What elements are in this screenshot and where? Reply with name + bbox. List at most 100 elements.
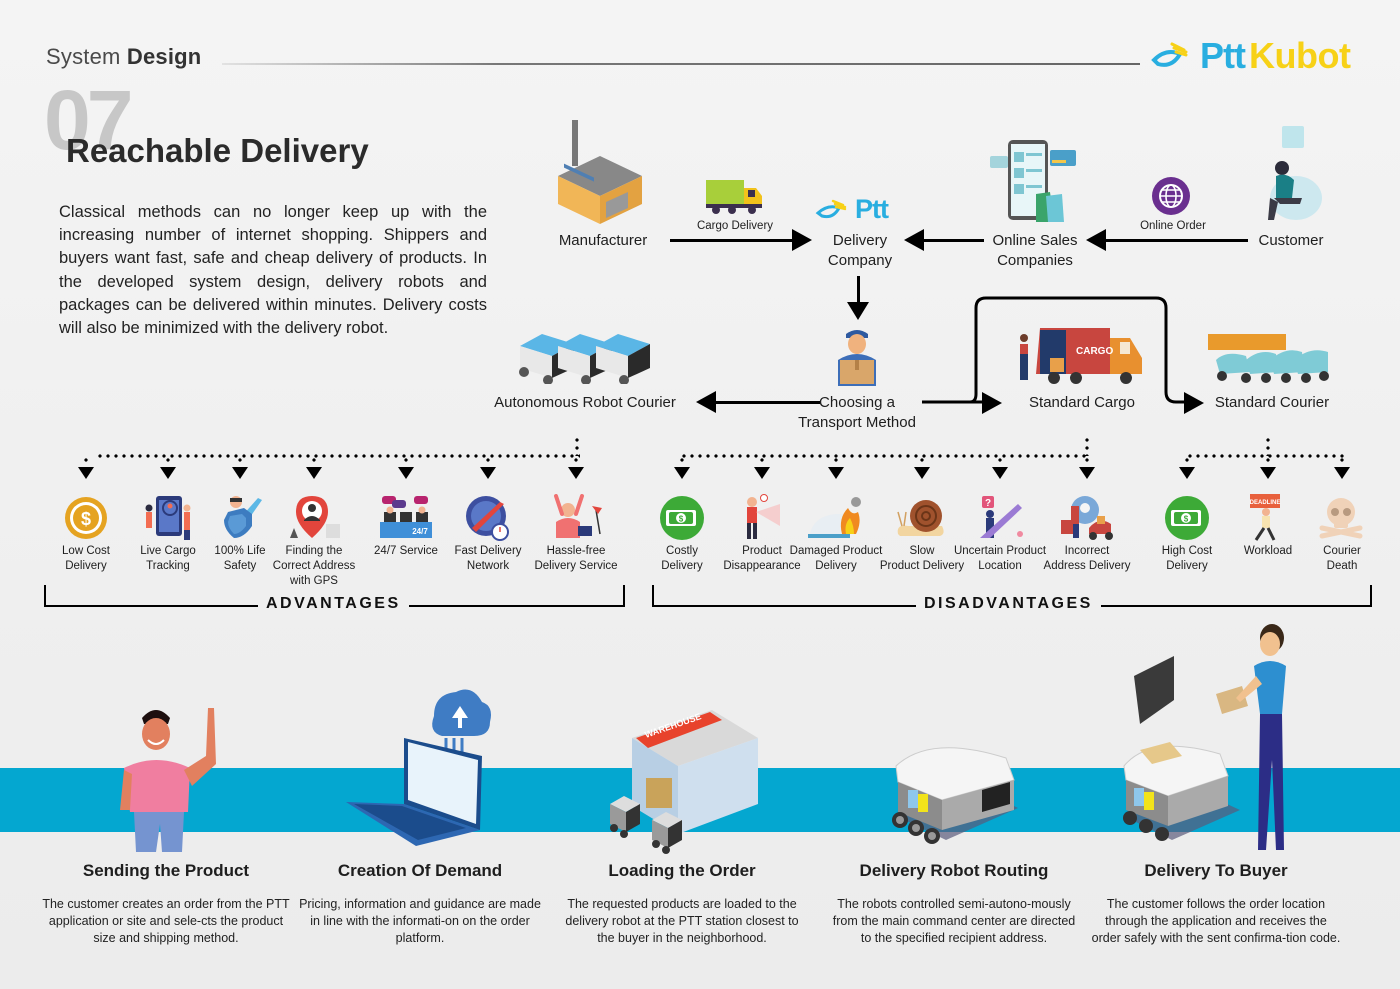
delivery-company-label: Delivery Company [827, 232, 893, 269]
arrow-head-right [1184, 392, 1204, 414]
step-title: Delivery To Buyer [1144, 861, 1288, 880]
ptt-logo: Ptt [815, 194, 889, 225]
step-description: The robots controlled semi-autono-mously… [832, 897, 1076, 945]
stopwatch-icon [466, 496, 509, 541]
arrow-head-left [696, 391, 716, 413]
dotted-drop [680, 456, 684, 466]
factory-icon [558, 120, 642, 224]
autonomous-robot-label: Autonomous Robot Courier [494, 394, 676, 411]
arrow-head-down [398, 467, 414, 479]
arrow-head-down [992, 467, 1008, 479]
online-order-label: Online Order [1140, 220, 1206, 232]
choosing-transport-label: Choosing a Transport Method [798, 394, 916, 431]
search-person-icon [747, 494, 780, 539]
cargo-truck-large-icon: CARGO [1020, 328, 1142, 384]
arrow-head-down [754, 467, 770, 479]
delivery-robot-icon [892, 747, 1018, 844]
dotted-drop [486, 456, 490, 466]
step-description: The customer creates an order from the P… [42, 897, 290, 945]
courier-dotted-stem [1266, 436, 1270, 456]
manufacturer-to-company-arrow [670, 239, 794, 242]
standard-courier-label: Standard Courier [1214, 394, 1330, 411]
header-divider [222, 63, 1140, 65]
dotted-drop [238, 456, 242, 466]
step-title: Creation Of Demand [337, 861, 503, 880]
step-description: The customer follows the order location … [1091, 897, 1341, 945]
arrow-head-down [78, 467, 94, 479]
dotted-drop [834, 456, 838, 466]
arrow-head-left [904, 229, 924, 251]
svg-text:$: $ [1184, 515, 1189, 524]
robot-buyer-icon [1123, 624, 1286, 850]
courier-disadvantage-item: DEADLINE Workload [1213, 490, 1323, 559]
dotted-drop [920, 456, 924, 466]
svg-text:$: $ [679, 515, 684, 524]
cargo-delivery-label: Cargo Delivery [696, 220, 774, 232]
deadline-person-icon: DEADLINE [1250, 494, 1280, 541]
warehouse-icon: WAREHOUSE [610, 710, 758, 854]
arrow-head-down [828, 467, 844, 479]
standard-cargo-label: Standard Cargo [1029, 394, 1135, 411]
dotted-drop [1085, 456, 1089, 466]
cargo-dotted-bus [680, 454, 1088, 458]
arrow-head-down [674, 467, 690, 479]
manufacturer-label: Manufacturer [558, 232, 648, 249]
online-shop-phone-icon [990, 140, 1076, 222]
arrow-head-right [792, 229, 812, 251]
money-icon: $ [660, 496, 704, 540]
advantages-title: ADVANTAGES [258, 595, 409, 613]
logo-kubot-text: Kubot [1249, 35, 1351, 76]
arrow-head-down [160, 467, 176, 479]
svg-text:?: ? [985, 498, 991, 509]
section-number: 07 [44, 73, 133, 167]
step-title: Delivery Robot Routing [859, 861, 1049, 880]
courier-disadvantage-item-label: Workload [1243, 545, 1293, 557]
arrow-head-down [1260, 467, 1276, 479]
ptt-bird-icon [1151, 42, 1188, 67]
arrow-head-down [568, 467, 584, 479]
snail-icon [897, 500, 944, 536]
customer-person-icon [1268, 126, 1322, 220]
step-description: The requested products are loaded to the… [565, 897, 799, 945]
dotted-drop [312, 456, 316, 466]
dotted-drop [1185, 456, 1189, 466]
question-person-icon: ? [980, 496, 1023, 538]
choose-to-standard-connectors [922, 296, 1184, 404]
ptt-bird-icon [815, 199, 847, 218]
disadvantages-title: DISADVANTAGES [916, 595, 1101, 613]
arrow-head-down [914, 467, 930, 479]
customer-label: Customer [1258, 232, 1324, 249]
arrow-head-down [480, 467, 496, 479]
globe-icon [1152, 177, 1190, 215]
advantage-item-label: 24/7 Service [374, 545, 438, 557]
courier-dotted-bus [1186, 454, 1344, 458]
section-title: System Design [46, 44, 202, 69]
logo-ptt-text: Ptt [1200, 35, 1246, 76]
arrow-head-down [306, 467, 322, 479]
cargo-truck-icon [706, 180, 762, 214]
dotted-drop [404, 456, 408, 466]
customer-to-sales-arrow [1104, 239, 1248, 242]
courier-holding-box-icon [838, 330, 876, 386]
happy-person-icon [554, 494, 602, 538]
waving-man-icon [120, 708, 216, 852]
shield-person-icon [224, 496, 262, 538]
